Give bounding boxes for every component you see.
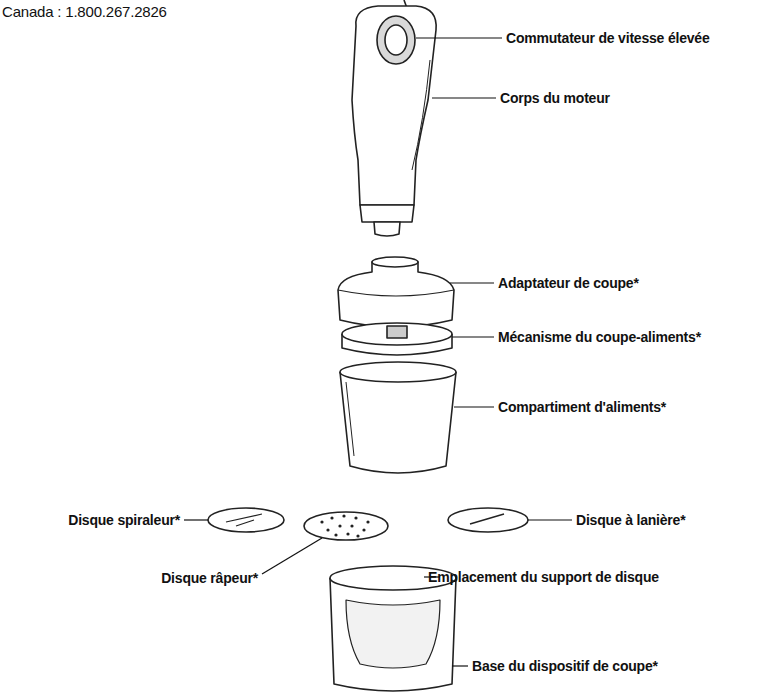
switch-button (385, 25, 407, 55)
base-window (346, 600, 440, 668)
part-label: Disque râpeur* (161, 570, 258, 586)
part-label: Commutateur de vitesse élevée (506, 30, 710, 46)
phone-number: Canada : 1.800.267.2826 (2, 3, 167, 20)
spiral-blades (226, 514, 262, 526)
compartment-rim (340, 362, 456, 382)
grater-holes (320, 514, 369, 537)
mechanism-top (342, 323, 452, 345)
adapter-top (372, 257, 418, 267)
adapter-rim (338, 290, 454, 296)
compartment-shine (346, 382, 354, 456)
part-label: Compartiment d'aliments* (498, 399, 666, 415)
part-label: Base du dispositif de coupe* (472, 658, 658, 674)
mechanism-hub (387, 326, 407, 338)
part-label: Disque spiraleur* (68, 512, 180, 528)
food-compartment (340, 372, 456, 473)
speed-switch (377, 16, 415, 64)
part-label: Disque à lanière* (576, 512, 685, 528)
part-label: Mécanisme du coupe-aliments* (498, 329, 701, 345)
spiral-disc (208, 508, 284, 532)
cutter-base (330, 578, 456, 691)
motor-shaft (374, 222, 400, 236)
motor-collar (360, 205, 414, 222)
part-label: Emplacement du support de disque (428, 569, 659, 585)
part-label: Adaptateur de coupe* (498, 275, 639, 291)
grip-line (412, 60, 430, 170)
part-label: Corps du moteur (500, 90, 610, 106)
julienne-disc (448, 508, 528, 532)
motor-body (352, 6, 436, 205)
grater-disc (304, 512, 388, 540)
cutting-adapter (338, 262, 454, 327)
julienne-blade (470, 514, 504, 524)
